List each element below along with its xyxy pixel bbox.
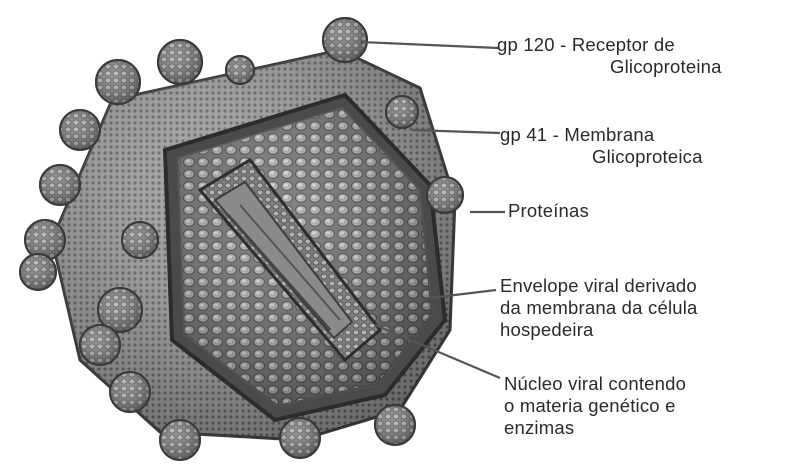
label-gp120-line1: gp 120 - Receptor de [497,34,722,56]
label-nucleo-line3: enzimas [504,417,686,439]
label-gp41-line2: Glicoproteica [500,146,703,168]
label-gp41: gp 41 - Membrana Glicoproteica [500,124,703,168]
label-nucleo-line1: Núcleo viral contendo [504,373,686,395]
label-proteinas-line1: Proteínas [508,200,589,222]
label-gp41-line1: gp 41 - Membrana [500,124,703,146]
label-proteinas: Proteínas [508,200,589,222]
label-envelope-line3: hospedeira [500,319,698,341]
leader-gp120 [360,42,498,48]
label-nucleo-line2: o materia genético e [504,395,686,417]
label-envelope: Envelope viral derivado da membrana da c… [500,275,698,341]
label-gp120-line2: Glicoproteina [497,56,722,78]
label-envelope-line1: Envelope viral derivado [500,275,698,297]
label-gp120: gp 120 - Receptor de Glicoproteina [497,34,722,78]
label-nucleo: Núcleo viral contendo o materia genético… [504,373,686,439]
label-envelope-line2: da membrana da célula [500,297,698,319]
